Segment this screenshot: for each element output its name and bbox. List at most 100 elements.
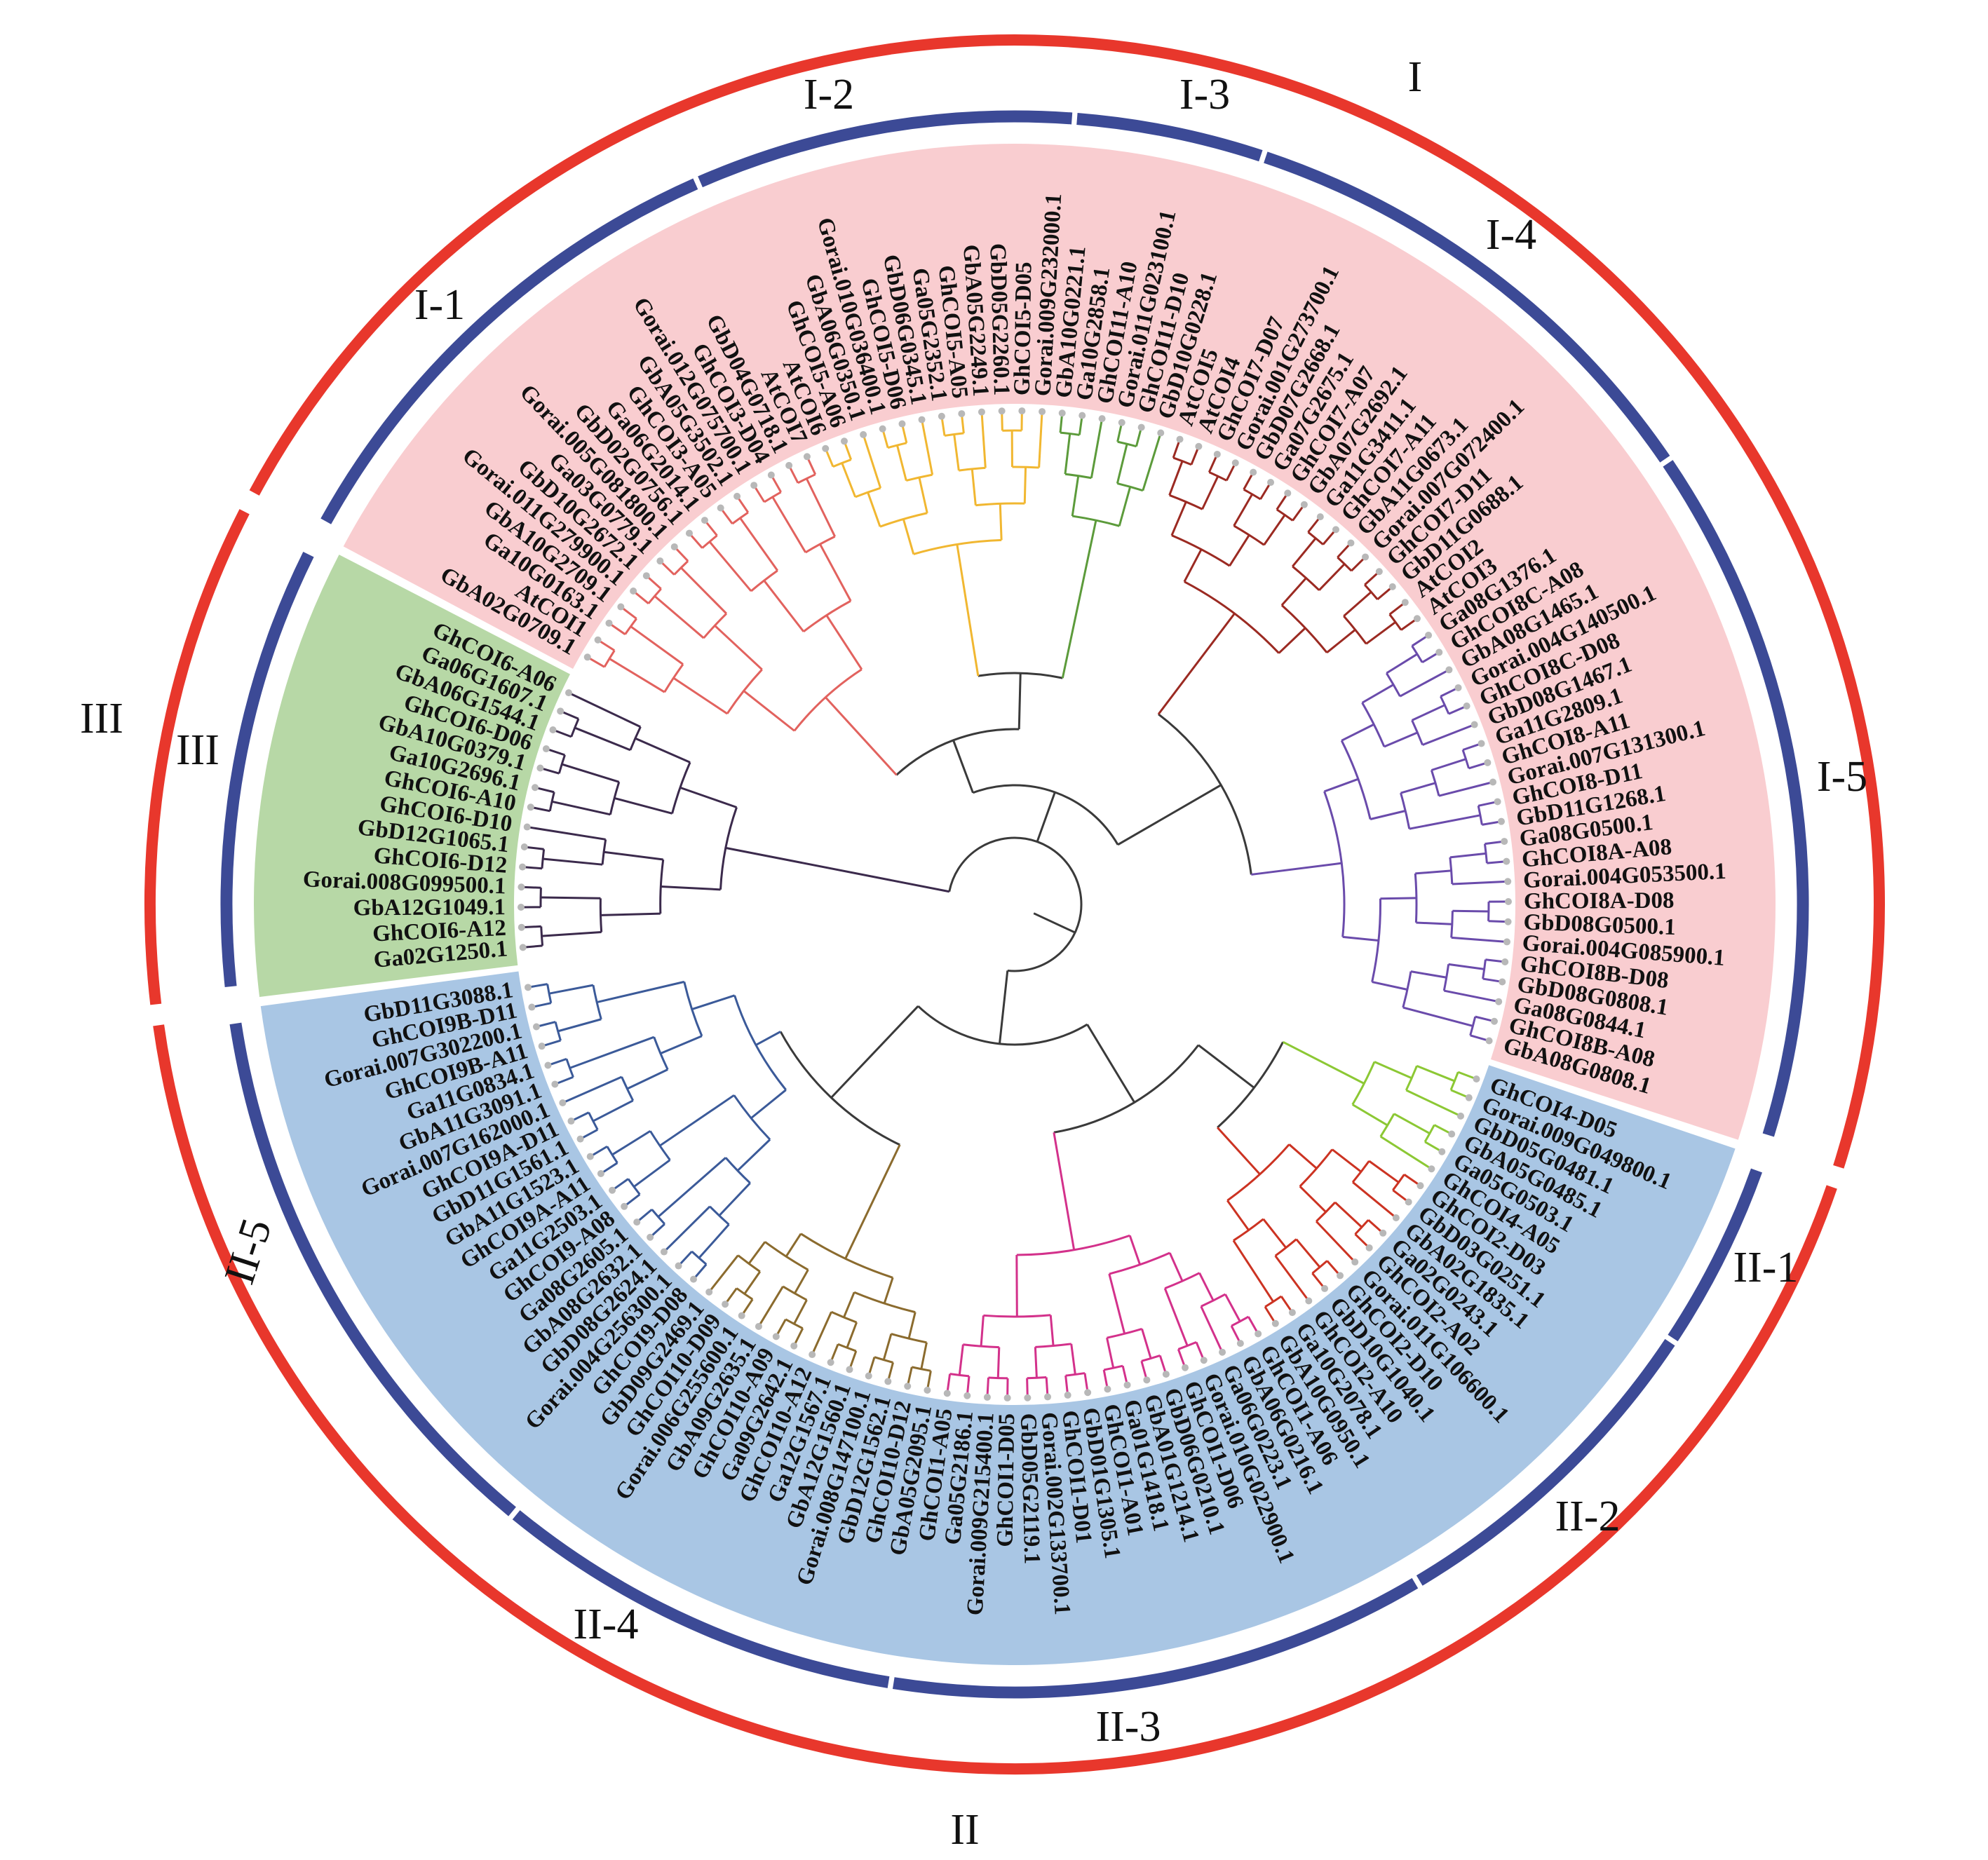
leaf-node-dot bbox=[1058, 409, 1066, 417]
branch-arc bbox=[737, 1254, 761, 1272]
branch-line bbox=[661, 885, 721, 891]
branch-line bbox=[525, 866, 543, 870]
branch-line bbox=[739, 517, 779, 571]
branch-arc bbox=[621, 1076, 635, 1101]
branch-line bbox=[569, 1036, 655, 1069]
branch-arc bbox=[1201, 1293, 1226, 1308]
branch-line bbox=[1337, 544, 1350, 559]
clade-III-stem bbox=[725, 846, 950, 893]
branch-arc bbox=[983, 1314, 1051, 1318]
branch-arc bbox=[793, 668, 863, 732]
branch-arc bbox=[1411, 719, 1424, 746]
subgroup-label-III: III bbox=[176, 726, 219, 774]
branch-line bbox=[1326, 1260, 1339, 1275]
branch-line bbox=[1380, 897, 1416, 900]
leaf-node-dot bbox=[1236, 1340, 1244, 1348]
branch-line bbox=[1379, 1135, 1430, 1169]
branch-line bbox=[550, 1057, 567, 1066]
leaf-node-dot bbox=[1316, 513, 1324, 521]
branch-line bbox=[1462, 743, 1480, 752]
branch-line bbox=[660, 1035, 703, 1054]
branch-line bbox=[1393, 1113, 1431, 1134]
branch-line bbox=[1102, 1369, 1109, 1387]
leaf-node-dot bbox=[860, 430, 867, 438]
branch-line bbox=[1172, 441, 1180, 459]
leaf-node-dot bbox=[958, 410, 966, 418]
branch-line bbox=[592, 1145, 608, 1156]
branch-line bbox=[1448, 963, 1485, 970]
branch-arc bbox=[1226, 1143, 1290, 1202]
branch-line bbox=[1170, 501, 1187, 536]
branch-line bbox=[651, 1223, 665, 1237]
leaf-node-dot bbox=[519, 944, 527, 951]
branch-line bbox=[542, 857, 603, 866]
leaf-node-dot bbox=[544, 1061, 552, 1069]
leaf-node-dot bbox=[790, 1342, 798, 1350]
leaf-node-dot bbox=[1445, 666, 1453, 674]
branch-line bbox=[596, 980, 685, 1004]
branch-line bbox=[1225, 465, 1236, 482]
branch-line bbox=[1083, 1373, 1089, 1390]
leaf-label: GhCOI8A-D08 bbox=[1524, 888, 1675, 914]
leaf-node-dot bbox=[1448, 1130, 1456, 1138]
branch-line bbox=[1400, 782, 1436, 794]
leaf-node-dot bbox=[1271, 1319, 1279, 1327]
branch-line bbox=[940, 419, 946, 436]
branch-line bbox=[1343, 591, 1372, 617]
branch-line bbox=[541, 896, 601, 900]
leaf-node-dot bbox=[576, 1135, 584, 1143]
branch-line bbox=[1431, 758, 1466, 771]
branch-line bbox=[1405, 1089, 1459, 1116]
leaf-node-dot bbox=[963, 1392, 971, 1399]
subgroup-III-ring-arc bbox=[220, 551, 314, 988]
group-II-ring-arc bbox=[153, 1024, 1837, 1774]
branch-line bbox=[849, 1350, 858, 1368]
clade-I-3-stem bbox=[1061, 520, 1097, 679]
branch-line bbox=[907, 1366, 913, 1384]
branch-line bbox=[1259, 484, 1271, 500]
branch-arc bbox=[736, 1287, 754, 1301]
branch-arc bbox=[673, 560, 689, 576]
branch-line bbox=[1326, 629, 1356, 654]
subgroup-II-2-ring-arc bbox=[1416, 1338, 1675, 1586]
branch-line bbox=[759, 1286, 784, 1325]
branch-arc bbox=[1450, 911, 1454, 938]
branch-line bbox=[868, 1357, 876, 1374]
leaf-node-dot bbox=[1231, 459, 1239, 467]
branch-arc bbox=[1292, 565, 1320, 591]
branch-line bbox=[708, 541, 752, 592]
branch-line bbox=[771, 496, 807, 553]
branch-line bbox=[1352, 1104, 1388, 1127]
branch-line bbox=[920, 1342, 928, 1370]
branch-line bbox=[996, 1347, 1001, 1378]
leaf-node-dot bbox=[1478, 740, 1485, 747]
backbone-arc bbox=[948, 836, 1083, 972]
branch-line bbox=[1386, 653, 1418, 674]
branch-arc bbox=[649, 1130, 671, 1161]
branch-line bbox=[1411, 635, 1427, 647]
branch-line bbox=[1229, 534, 1250, 566]
leaf-node-dot bbox=[1416, 1182, 1424, 1190]
leaf-node-dot bbox=[1405, 1198, 1412, 1206]
branch-line bbox=[691, 994, 736, 1011]
branch-line bbox=[698, 1223, 730, 1259]
leaf-node-dot bbox=[1473, 1075, 1480, 1083]
branch-arc bbox=[1482, 959, 1487, 979]
leaf-node-dot bbox=[586, 1153, 594, 1160]
backbone-arc bbox=[1217, 1041, 1284, 1129]
branch-line bbox=[1342, 935, 1379, 942]
leaf-node-dot bbox=[1497, 817, 1505, 825]
branch-line bbox=[1475, 1015, 1492, 1022]
branch-line bbox=[1090, 421, 1103, 479]
leaf-node-dot bbox=[1332, 526, 1339, 534]
leaf-node-dot bbox=[1300, 501, 1308, 508]
branch-line bbox=[1487, 860, 1504, 864]
leaf-node-dot bbox=[1003, 1394, 1011, 1401]
leaf-node-dot bbox=[1123, 1381, 1131, 1389]
leaf-node-dot bbox=[621, 1202, 628, 1210]
branch-line bbox=[680, 566, 727, 615]
leaf-node-dot bbox=[1379, 1229, 1387, 1237]
branch-arc bbox=[1405, 1065, 1418, 1091]
branch-line bbox=[542, 768, 560, 775]
branch-arc bbox=[1440, 695, 1450, 714]
